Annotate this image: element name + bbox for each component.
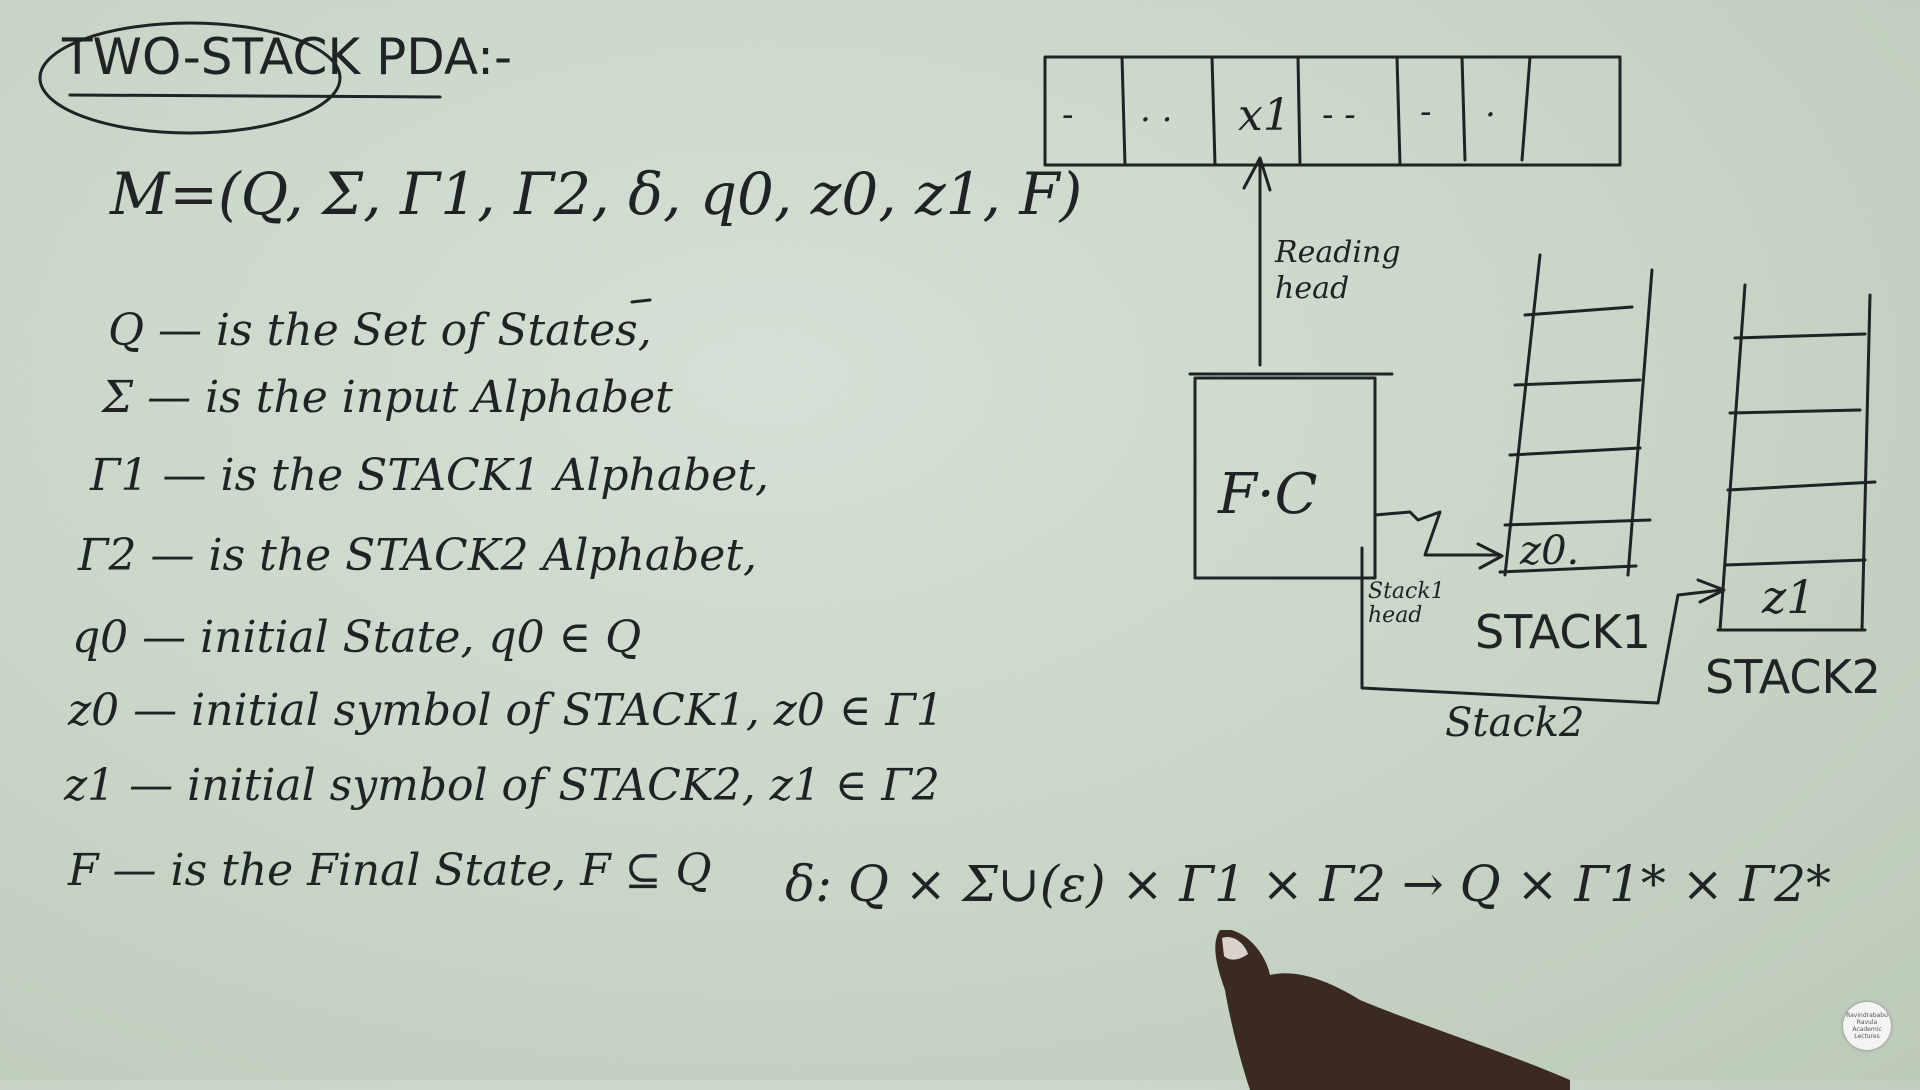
input-tape <box>1043 55 1622 167</box>
channel-logo-text: Ravindrababu Ravula Academic Lectures <box>1846 1012 1888 1040</box>
title-circle <box>38 21 342 135</box>
tape-cell-5: - <box>1420 92 1432 132</box>
stack1-left <box>1503 253 1542 577</box>
presenter-hand <box>1215 930 1570 1090</box>
stack1-head-arrow <box>1373 510 1502 557</box>
definition-sigma: Σ — is the input Alphabet <box>102 372 673 423</box>
definition-f: F — is the Final State, F ⊆ Q <box>68 845 712 896</box>
definition-gamma2: Γ2 — is the STACK2 Alphabet, <box>78 530 758 581</box>
tape-cell-4: - - <box>1322 95 1356 135</box>
tape-cell-2: . . <box>1140 90 1173 130</box>
definition-q0: q0 — initial State, q0 ∈ Q <box>72 612 642 663</box>
tape-cell-3: x1 <box>1238 90 1291 141</box>
stack1-bottom-symbol: z0. <box>1520 528 1580 574</box>
definition-z0: z0 — initial symbol of STACK1, z0 ∈ Γ1 <box>68 685 944 736</box>
definition-z1: z1 — initial symbol of STACK2, z1 ∈ Γ2 <box>64 760 940 811</box>
stack1-right <box>1626 268 1654 577</box>
stack2-label: STACK2 <box>1705 650 1881 704</box>
page-title: TWO-STACK PDA:- <box>62 28 513 86</box>
stack2-right <box>1860 293 1872 632</box>
transition-function: δ: Q × Σ∪(ε) × Γ1 × Γ2 → Q × Γ1* × Γ2* <box>785 855 1832 913</box>
pda-tuple: M=(Q, Σ, Γ1, Γ2, δ, q0, z0, z1, F) <box>110 160 1083 228</box>
definition-gamma1: Γ1 — is the STACK1 Alphabet, <box>90 450 770 501</box>
definition-q: Q — is the Set of States, <box>108 305 652 356</box>
stack2-left <box>1718 283 1747 632</box>
channel-logo: Ravindrababu Ravula Academic Lectures <box>1843 1002 1891 1050</box>
stack1-label: STACK1 <box>1475 605 1651 659</box>
stack2-head-arrow <box>1360 546 1724 705</box>
title-underline <box>68 93 442 99</box>
stack2-bottom-symbol: z1 <box>1762 570 1816 624</box>
finite-control-box <box>1193 376 1377 580</box>
tape-cell-1: - <box>1062 95 1074 135</box>
stack1-head-label: Stack1 head <box>1368 579 1445 628</box>
reading-head-label: Reading head <box>1275 235 1401 306</box>
tape-cell-6: . <box>1485 85 1496 125</box>
stack2-head-label: Stack2 <box>1445 700 1585 746</box>
finite-control-label: F·C <box>1218 462 1318 527</box>
